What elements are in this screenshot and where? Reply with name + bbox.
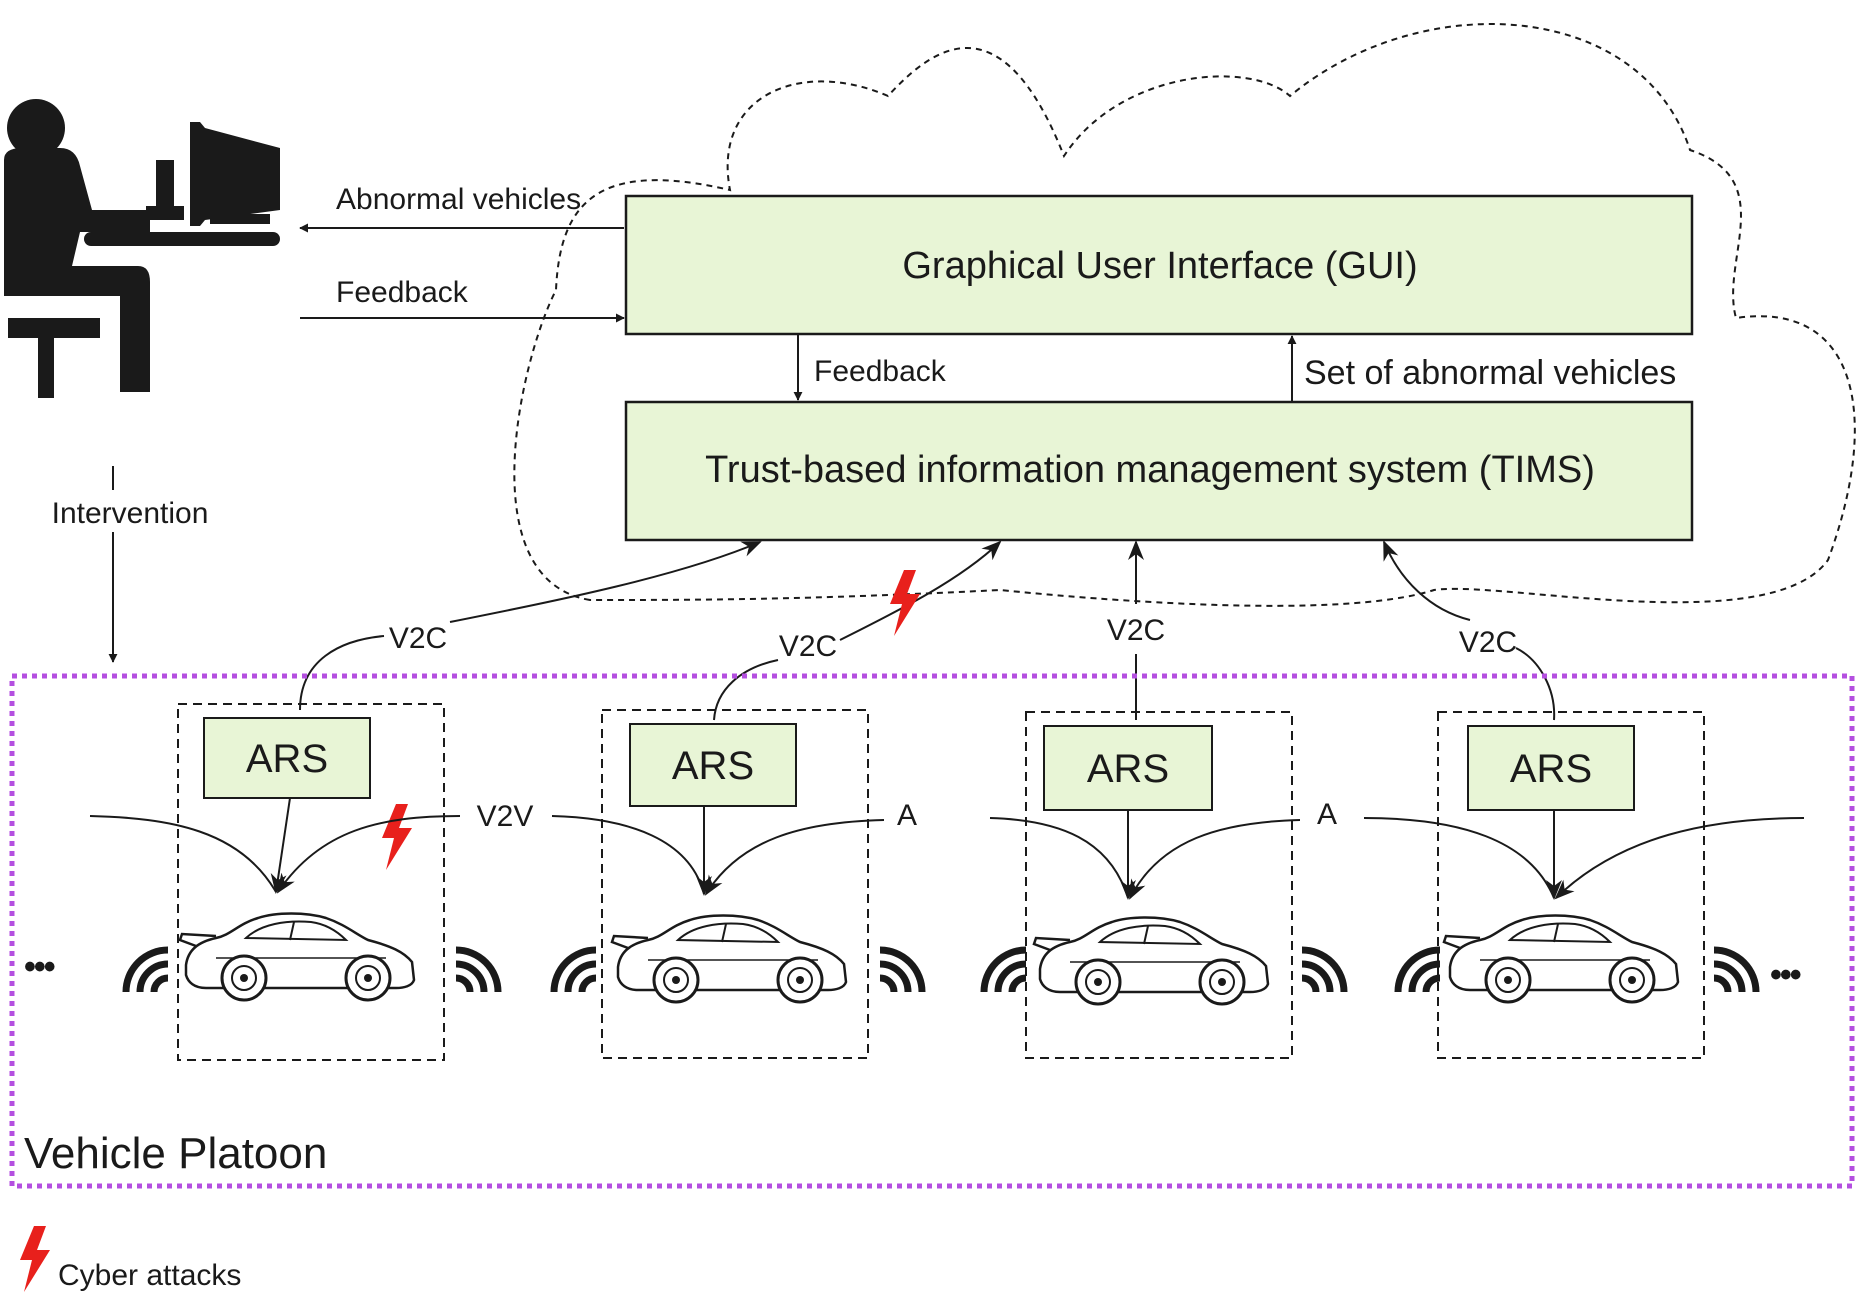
v2c-label-2: V2C xyxy=(779,630,837,663)
ars-box-1 xyxy=(203,717,371,799)
wireless-signal-icon xyxy=(126,950,168,992)
v2v-arrow-4 xyxy=(1554,817,1805,900)
ars-box-2 xyxy=(629,723,797,807)
v2v-in-3 xyxy=(989,817,1129,899)
platoon-boundary xyxy=(9,673,1855,1189)
v2v-in-4 xyxy=(1363,817,1555,899)
v2c-label-1: V2C xyxy=(389,622,447,655)
attack-legend-label: Cyber attacks xyxy=(58,1259,241,1292)
cloud-boundary xyxy=(513,23,1856,607)
continuation-dots-left: ••• xyxy=(24,948,55,986)
attack-bolt-v2v xyxy=(382,804,412,870)
wireless-signal-icon xyxy=(1398,950,1440,992)
a-label-1: A xyxy=(897,799,917,832)
tims-box xyxy=(624,400,1694,542)
v2v-arrow-1 xyxy=(276,815,461,894)
abnormal-set-label: Set of abnormal vehicles xyxy=(1304,354,1676,392)
vehicle-boundary-1 xyxy=(177,703,445,1061)
car-icon-4 xyxy=(1442,914,1680,1004)
feedback-down-label: Feedback xyxy=(814,355,947,388)
tims-label: Trust-based information management syste… xyxy=(705,449,1595,491)
intervention-label: Intervention xyxy=(52,497,209,530)
wireless-signal-icon xyxy=(554,950,596,992)
v2v-arrow-3 xyxy=(1129,819,1301,900)
ars-label-1: ARS xyxy=(246,737,328,781)
computer-desk-icon xyxy=(84,122,280,246)
operator-feedback-label: Feedback xyxy=(336,276,469,309)
vehicle-boundary-2 xyxy=(601,709,869,1059)
vehicle-boundary-4 xyxy=(1437,711,1705,1059)
platoon-title: Vehicle Platoon xyxy=(24,1129,327,1178)
wireless-signal-icon xyxy=(1714,950,1756,992)
v2v-label: V2V xyxy=(477,800,534,833)
attack-legend-icon xyxy=(20,1226,50,1292)
attack-bolt-v2c xyxy=(890,570,920,636)
a-label-2: A xyxy=(1317,798,1337,831)
vehicle-unit-1: ARS xyxy=(89,703,461,1061)
wireless-signal-icon xyxy=(984,950,1026,992)
vehicle-boundary-3 xyxy=(1025,711,1293,1059)
car-icon-2 xyxy=(610,914,848,1004)
continuation-dots-right: ••• xyxy=(1770,956,1801,994)
car-icon-1 xyxy=(178,912,416,1002)
vehicle-unit-2: ARS xyxy=(551,709,885,1059)
v2c-link-2 xyxy=(713,542,1000,721)
ars-box-4 xyxy=(1467,725,1635,811)
v2v-in-2 xyxy=(551,815,705,895)
wireless-signal-icon xyxy=(1302,950,1344,992)
wireless-signal-icon xyxy=(880,950,922,992)
vehicle-unit-3: ARS xyxy=(989,711,1301,1059)
v2c-label-3: V2C xyxy=(1107,614,1165,647)
ars-label-4: ARS xyxy=(1510,747,1592,791)
ars-label-2: ARS xyxy=(672,744,754,788)
car-icon-3 xyxy=(1032,916,1270,1006)
gui-box xyxy=(624,194,1694,336)
gui-label: Graphical User Interface (GUI) xyxy=(902,245,1417,287)
v2v-in-1 xyxy=(89,815,277,893)
abnormal-vehicles-label: Abnormal vehicles xyxy=(336,183,581,216)
ars-label-3: ARS xyxy=(1087,747,1169,791)
v2c-label-4: V2C xyxy=(1459,626,1517,659)
operator-person-icon xyxy=(4,99,150,398)
wireless-signal-icon xyxy=(456,950,498,992)
v2c-link-1 xyxy=(299,542,760,711)
vehicle-unit-4: ARS xyxy=(1363,711,1805,1059)
v2v-arrow-2 xyxy=(704,819,885,896)
